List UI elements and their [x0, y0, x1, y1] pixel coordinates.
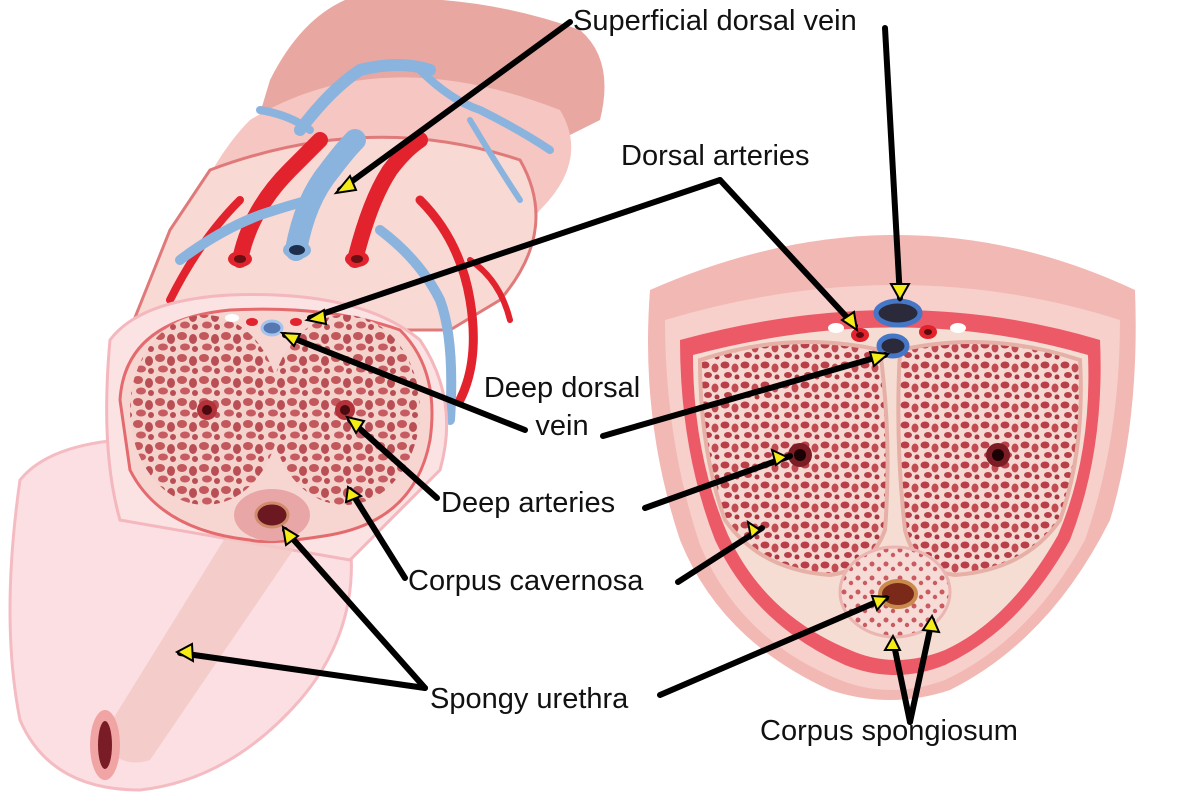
- right-nerve: [950, 323, 966, 333]
- right-deep-artery-right: [992, 449, 1004, 461]
- arrow-tip: [174, 642, 195, 663]
- arrow-tips: [174, 174, 941, 663]
- leader-lines: [177, 19, 935, 725]
- leader-spongy-urethra-right: [657, 595, 889, 698]
- artery-vessel: [347, 132, 428, 268]
- arrow-tip: [770, 448, 789, 467]
- left-dorsal-artery: [290, 318, 302, 326]
- left-dorsal-artery: [246, 318, 258, 326]
- arrow-tip: [889, 283, 911, 303]
- label-superficial-dorsal-vein: Superficial dorsal vein: [573, 5, 857, 37]
- leader-deep-arteries-right: [642, 453, 793, 511]
- right-dorsal-artery: [924, 329, 932, 335]
- left-nerve: [225, 314, 239, 322]
- dorsal-vein-vessel: [285, 129, 366, 261]
- arrow-tip: [746, 519, 762, 540]
- artery-vessel: [232, 132, 328, 268]
- left-deep-dorsal-vein: [260, 319, 284, 337]
- label-deep-arteries: Deep arteries: [441, 487, 616, 519]
- label-deep-dorsal-vein: Deep dorsal vein: [472, 372, 652, 443]
- arrow-tip: [921, 613, 941, 634]
- leader-deep-dorsal-vein-right: [600, 352, 888, 439]
- right-superficial-dorsal-vein: [873, 298, 923, 328]
- right-dorsal-artery: [856, 332, 864, 338]
- leader-deep-arteries-left: [347, 417, 440, 501]
- label-corpus-spongiosum: Corpus spongiosum: [760, 715, 1018, 747]
- left-illustration: [8, 0, 605, 792]
- arrow-tip: [868, 350, 891, 368]
- arrow-tip: [870, 594, 891, 612]
- artery-opening: [234, 255, 246, 263]
- leader-corpus-spongiosum-a: [890, 637, 913, 725]
- arrow-tip: [279, 331, 302, 348]
- arrow-tip: [281, 525, 300, 547]
- arrow-tip: [344, 485, 364, 504]
- leader-spongy-urethra-section: [282, 527, 428, 691]
- superficial-vein-branch: [256, 106, 314, 134]
- superficial-vein-branch: [467, 117, 523, 203]
- arrow-tip: [304, 308, 328, 326]
- arrow-tip: [333, 174, 358, 195]
- leader-corpus-cavernosa-left: [347, 487, 408, 581]
- leader-corpus-spongiosum-b: [907, 617, 935, 725]
- superficial-vein-branch: [416, 66, 554, 154]
- label-deep-dorsal-vein-line2: vein: [535, 409, 589, 442]
- arrow-tip: [883, 633, 902, 651]
- artery-vessel: [415, 195, 478, 405]
- right-deep-artery-left: [794, 449, 806, 461]
- left-urethra-lumen: [254, 501, 290, 529]
- urethral-meatus: [98, 721, 112, 769]
- right-urethra-lumen: [878, 579, 918, 609]
- label-spongy-urethra: Spongy urethra: [430, 683, 629, 715]
- dorsal-vein-vessel: [175, 195, 315, 265]
- dorsal-vein-vessel: [375, 225, 457, 425]
- leader-deep-dorsal-vein-left: [282, 332, 528, 433]
- label-corpus-cavernosa: Corpus cavernosa: [408, 565, 644, 597]
- leader-dorsal-arteries-right: [717, 177, 858, 329]
- right-deep-dorsal-vein: [876, 333, 910, 359]
- arrow-tip: [345, 415, 366, 435]
- leader-superficial-dorsal-vein-left: [337, 19, 573, 193]
- arrow-tip: [840, 310, 859, 333]
- artery-opening: [351, 255, 363, 263]
- superficial-vein-branch: [294, 59, 436, 136]
- right-nerve: [828, 323, 844, 333]
- right-cross-section: [648, 235, 1136, 700]
- urethra-channel: [100, 530, 300, 763]
- deep-artery-dot: [202, 405, 212, 415]
- leader-spongy-urethra-glans: [177, 650, 428, 691]
- vein-opening: [289, 245, 305, 255]
- label-deep-dorsal-vein-line1: Deep dorsal: [483, 372, 641, 404]
- leader-corpus-cavernosa-right: [675, 525, 765, 585]
- label-dorsal-arteries: Dorsal arteries: [621, 140, 810, 172]
- deep-artery-dot: [340, 405, 350, 415]
- leader-superficial-dorsal-vein-right: [882, 25, 903, 301]
- leader-dorsal-arteries-left: [307, 177, 723, 321]
